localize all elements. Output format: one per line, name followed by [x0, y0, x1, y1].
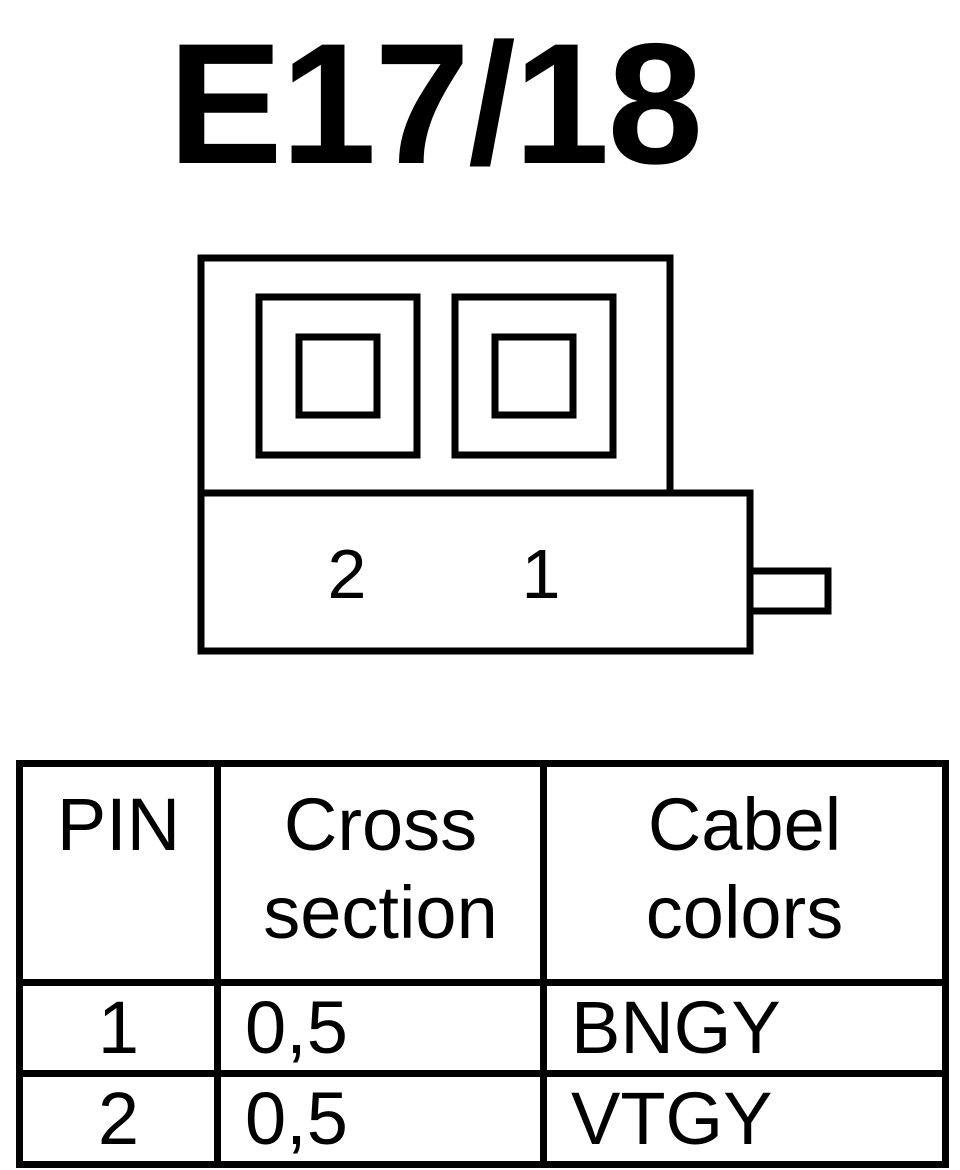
pin-socket-2-inner [295, 333, 381, 419]
header-cross-section: Cross section [214, 760, 547, 986]
pin-table-header-row: PIN Cross section Cabel colors [16, 760, 949, 986]
pin-socket-1-inner [491, 333, 577, 419]
header-pin: PIN [16, 760, 221, 986]
pin-label-1: 1 [522, 535, 561, 613]
cable-color-value: BNGY [540, 979, 949, 1077]
pin-number: 1 [16, 979, 221, 1077]
table-row: 1 0,5 BNGY [16, 979, 949, 1077]
table-row: 2 0,5 VTGY [16, 1070, 949, 1168]
pin-table: PIN Cross section Cabel colors 1 0,5 BNG… [16, 760, 949, 1168]
header-cable-colors: Cabel colors [540, 760, 949, 986]
pin-socket-2-outer [255, 293, 421, 459]
header-pin-line: PIN [56, 783, 181, 866]
pin-number: 2 [16, 1070, 221, 1168]
pin-socket-1-outer [451, 293, 617, 459]
cross-section-value: 0,5 [214, 979, 547, 1077]
cable-color-value: VTGY [540, 1070, 949, 1168]
locking-tab [746, 567, 832, 615]
connector-title: E17/18 [168, 8, 703, 200]
header-cross-section-line-1: Cross [283, 783, 478, 866]
header-cable-colors-line-2: colors [645, 871, 844, 954]
connector-diagram: 2 1 [197, 254, 832, 655]
pin-label-2: 2 [328, 535, 367, 613]
header-cable-colors-line-1: Cabel [647, 783, 842, 866]
header-cross-section-line-2: section [263, 871, 498, 954]
cross-section-value: 0,5 [214, 1070, 547, 1168]
connector-housing-outline [197, 254, 754, 655]
